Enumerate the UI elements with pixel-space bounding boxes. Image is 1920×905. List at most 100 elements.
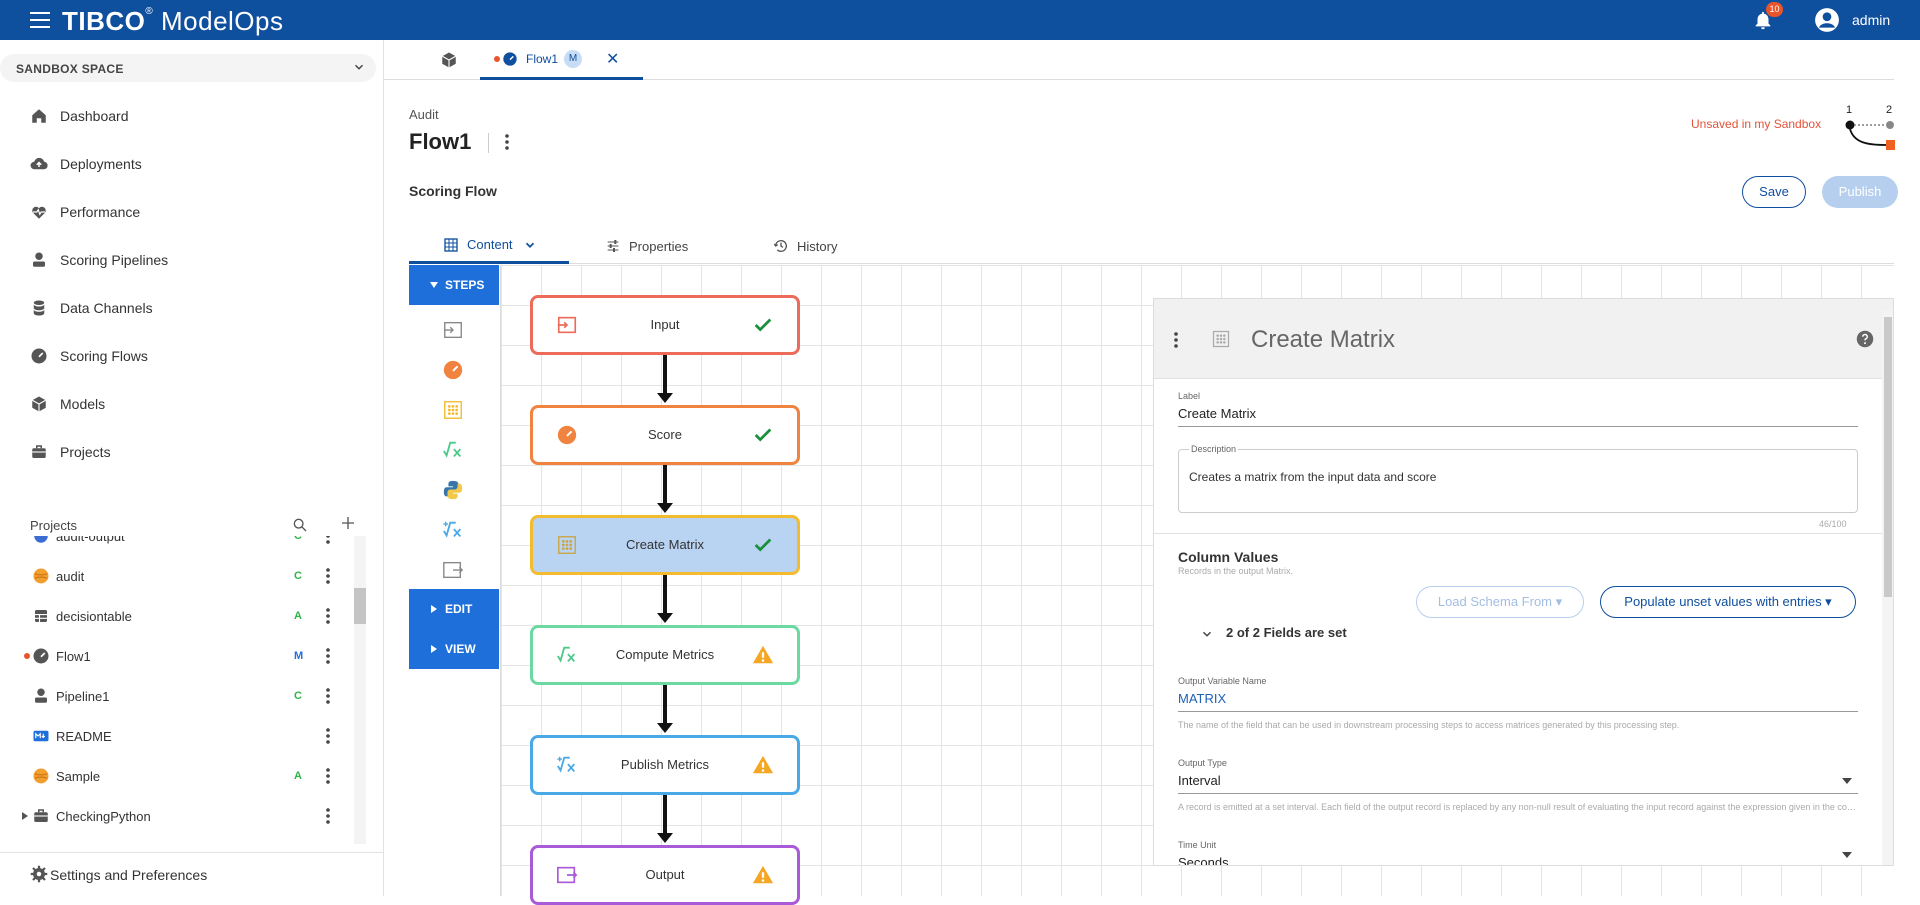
more-vert-icon[interactable]: [326, 608, 330, 624]
version-graph[interactable]: 1 2: [1840, 104, 1896, 154]
description-field[interactable]: Description Creates a matrix from the in…: [1178, 444, 1858, 513]
menu-icon[interactable]: [30, 12, 50, 28]
flow-node-output[interactable]: Output: [530, 845, 800, 905]
more-vert-icon[interactable]: [326, 808, 330, 824]
project-item-audit[interactable]: audit C: [0, 556, 354, 596]
matrix-step-icon[interactable]: [442, 399, 464, 421]
score-step-icon: [557, 425, 577, 445]
bell-icon[interactable]: [1752, 9, 1774, 31]
flow-edge-arrow: [657, 393, 673, 403]
input-step-icon[interactable]: [442, 319, 464, 341]
gauge-icon: [33, 648, 49, 664]
more-vert-icon[interactable]: [326, 688, 330, 704]
more-vert-icon[interactable]: [326, 568, 330, 584]
fields-set-summary[interactable]: 2 of 2 Fields are set: [1226, 625, 1347, 640]
tab-flow1[interactable]: Flow1 M ✕: [480, 40, 643, 80]
publish-metrics-step-icon[interactable]: [442, 519, 464, 541]
history-icon: [773, 240, 787, 252]
tab-label: Content: [467, 237, 513, 252]
close-tab-icon[interactable]: ✕: [606, 51, 620, 68]
user-avatar-icon[interactable]: [1814, 7, 1840, 33]
time-unit-select[interactable]: Seconds: [1178, 855, 1229, 866]
breadcrumb[interactable]: Audit: [409, 107, 439, 122]
label-field[interactable]: Create Matrix: [1178, 406, 1257, 421]
sidebar-item-scoring-flows[interactable]: Scoring Flows: [30, 344, 148, 368]
space-selector[interactable]: SANDBOX SPACE: [0, 54, 376, 82]
gear-icon: [30, 865, 48, 883]
score-step-icon[interactable]: [442, 359, 464, 381]
flow-edge-arrow: [657, 503, 673, 513]
tab-content[interactable]: Content: [409, 228, 569, 264]
more-vert-icon[interactable]: [326, 648, 330, 664]
heart-pulse-icon: [32, 206, 46, 219]
description-text: Creates a matrix from the input data and…: [1189, 470, 1437, 484]
help-icon[interactable]: [1856, 330, 1874, 348]
flow-node-compute-metrics[interactable]: Compute Metrics: [530, 625, 800, 685]
edit-toggle[interactable]: EDIT: [409, 589, 499, 629]
more-vert-icon[interactable]: [326, 536, 330, 544]
populate-unset-button[interactable]: Populate unset values with entries ▾: [1600, 586, 1856, 618]
project-status: C: [294, 570, 302, 582]
expand-triangle-icon[interactable]: [20, 811, 30, 821]
database-icon: [33, 300, 45, 316]
steps-toggle[interactable]: STEPS: [409, 265, 499, 305]
save-button[interactable]: Save: [1742, 176, 1806, 208]
project-item-flow1[interactable]: Flow1 M: [0, 636, 354, 676]
project-list-scrollbar[interactable]: [354, 536, 366, 844]
project-item-readme[interactable]: README: [0, 716, 354, 756]
tab-properties[interactable]: Properties: [605, 228, 688, 264]
sidebar-item-deployments[interactable]: Deployments: [30, 152, 142, 176]
chevron-down-icon[interactable]: [1200, 627, 1214, 641]
sidebar-item-projects[interactable]: Projects: [30, 440, 111, 464]
sidebar-item-data-channels[interactable]: Data Channels: [30, 296, 153, 320]
tab-history[interactable]: History: [773, 228, 837, 264]
sidebar-item-label: Deployments: [60, 156, 142, 172]
project-item-decisiontable[interactable]: decisiontable A: [0, 596, 354, 636]
node-label: Input: [650, 317, 680, 332]
flow-node-input[interactable]: Input: [530, 295, 800, 355]
flow-node-publish-metrics[interactable]: Publish Metrics: [530, 735, 800, 795]
add-project-icon[interactable]: [340, 515, 356, 531]
compute-metrics-step-icon[interactable]: [442, 439, 464, 461]
search-icon[interactable]: [292, 517, 308, 533]
sidebar-item-label: Data Channels: [60, 300, 153, 316]
view-toggle[interactable]: VIEW: [409, 629, 499, 669]
publish-button[interactable]: Publish: [1822, 176, 1898, 208]
top-bar: TIBCO® ModelOps 10 admin: [0, 0, 1920, 40]
project-item-audit-output[interactable]: audit-output C: [0, 536, 354, 556]
cube-icon[interactable]: [440, 51, 458, 69]
more-vert-icon[interactable]: [505, 134, 509, 150]
more-vert-icon[interactable]: [1174, 332, 1178, 348]
flow-node-create-matrix[interactable]: Create Matrix: [530, 515, 800, 575]
sidebar-item-dashboard[interactable]: Dashboard: [30, 104, 129, 128]
load-schema-button[interactable]: Load Schema From ▾: [1416, 586, 1584, 618]
python-step-icon[interactable]: [442, 479, 464, 501]
project-item-sample[interactable]: Sample A: [0, 756, 354, 796]
project-item-pipeline1[interactable]: Pipeline1 C: [0, 676, 354, 716]
settings-and-preferences[interactable]: Settings and Preferences: [0, 852, 384, 896]
sidebar-item-performance[interactable]: Performance: [30, 200, 140, 224]
description-counter: 46/100: [1819, 519, 1847, 529]
panel-scroll-thumb[interactable]: [1884, 317, 1892, 597]
sidebar-item-label: Projects: [60, 444, 111, 460]
flow-node-score[interactable]: Score: [530, 405, 800, 465]
output-type-select[interactable]: Interval: [1178, 773, 1221, 788]
output-step-icon[interactable]: [442, 559, 464, 581]
more-vert-icon[interactable]: [326, 768, 330, 784]
output-variable-field[interactable]: MATRIX: [1178, 691, 1227, 706]
sidebar-item-scoring-pipelines[interactable]: Scoring Pipelines: [30, 248, 168, 272]
project-item-checkingpython[interactable]: CheckingPython: [0, 796, 354, 836]
caret-down-icon[interactable]: [1842, 778, 1852, 784]
cloud-upload-icon: [30, 157, 48, 170]
column-values-subtitle: Records in the output Matrix.: [1178, 566, 1294, 576]
sidebar-item-models[interactable]: Models: [30, 392, 105, 416]
panel-header: Create Matrix: [1154, 299, 1893, 379]
home-icon: [32, 109, 46, 123]
project-list-scroll-thumb[interactable]: [354, 588, 366, 624]
project-name: Sample: [56, 768, 101, 784]
caret-down-icon[interactable]: [1842, 852, 1852, 858]
sidebar-item-label: Performance: [60, 204, 141, 220]
sidebar-item-label: Scoring Pipelines: [60, 252, 169, 268]
more-vert-icon[interactable]: [326, 728, 330, 744]
user-name[interactable]: admin: [1852, 12, 1891, 28]
